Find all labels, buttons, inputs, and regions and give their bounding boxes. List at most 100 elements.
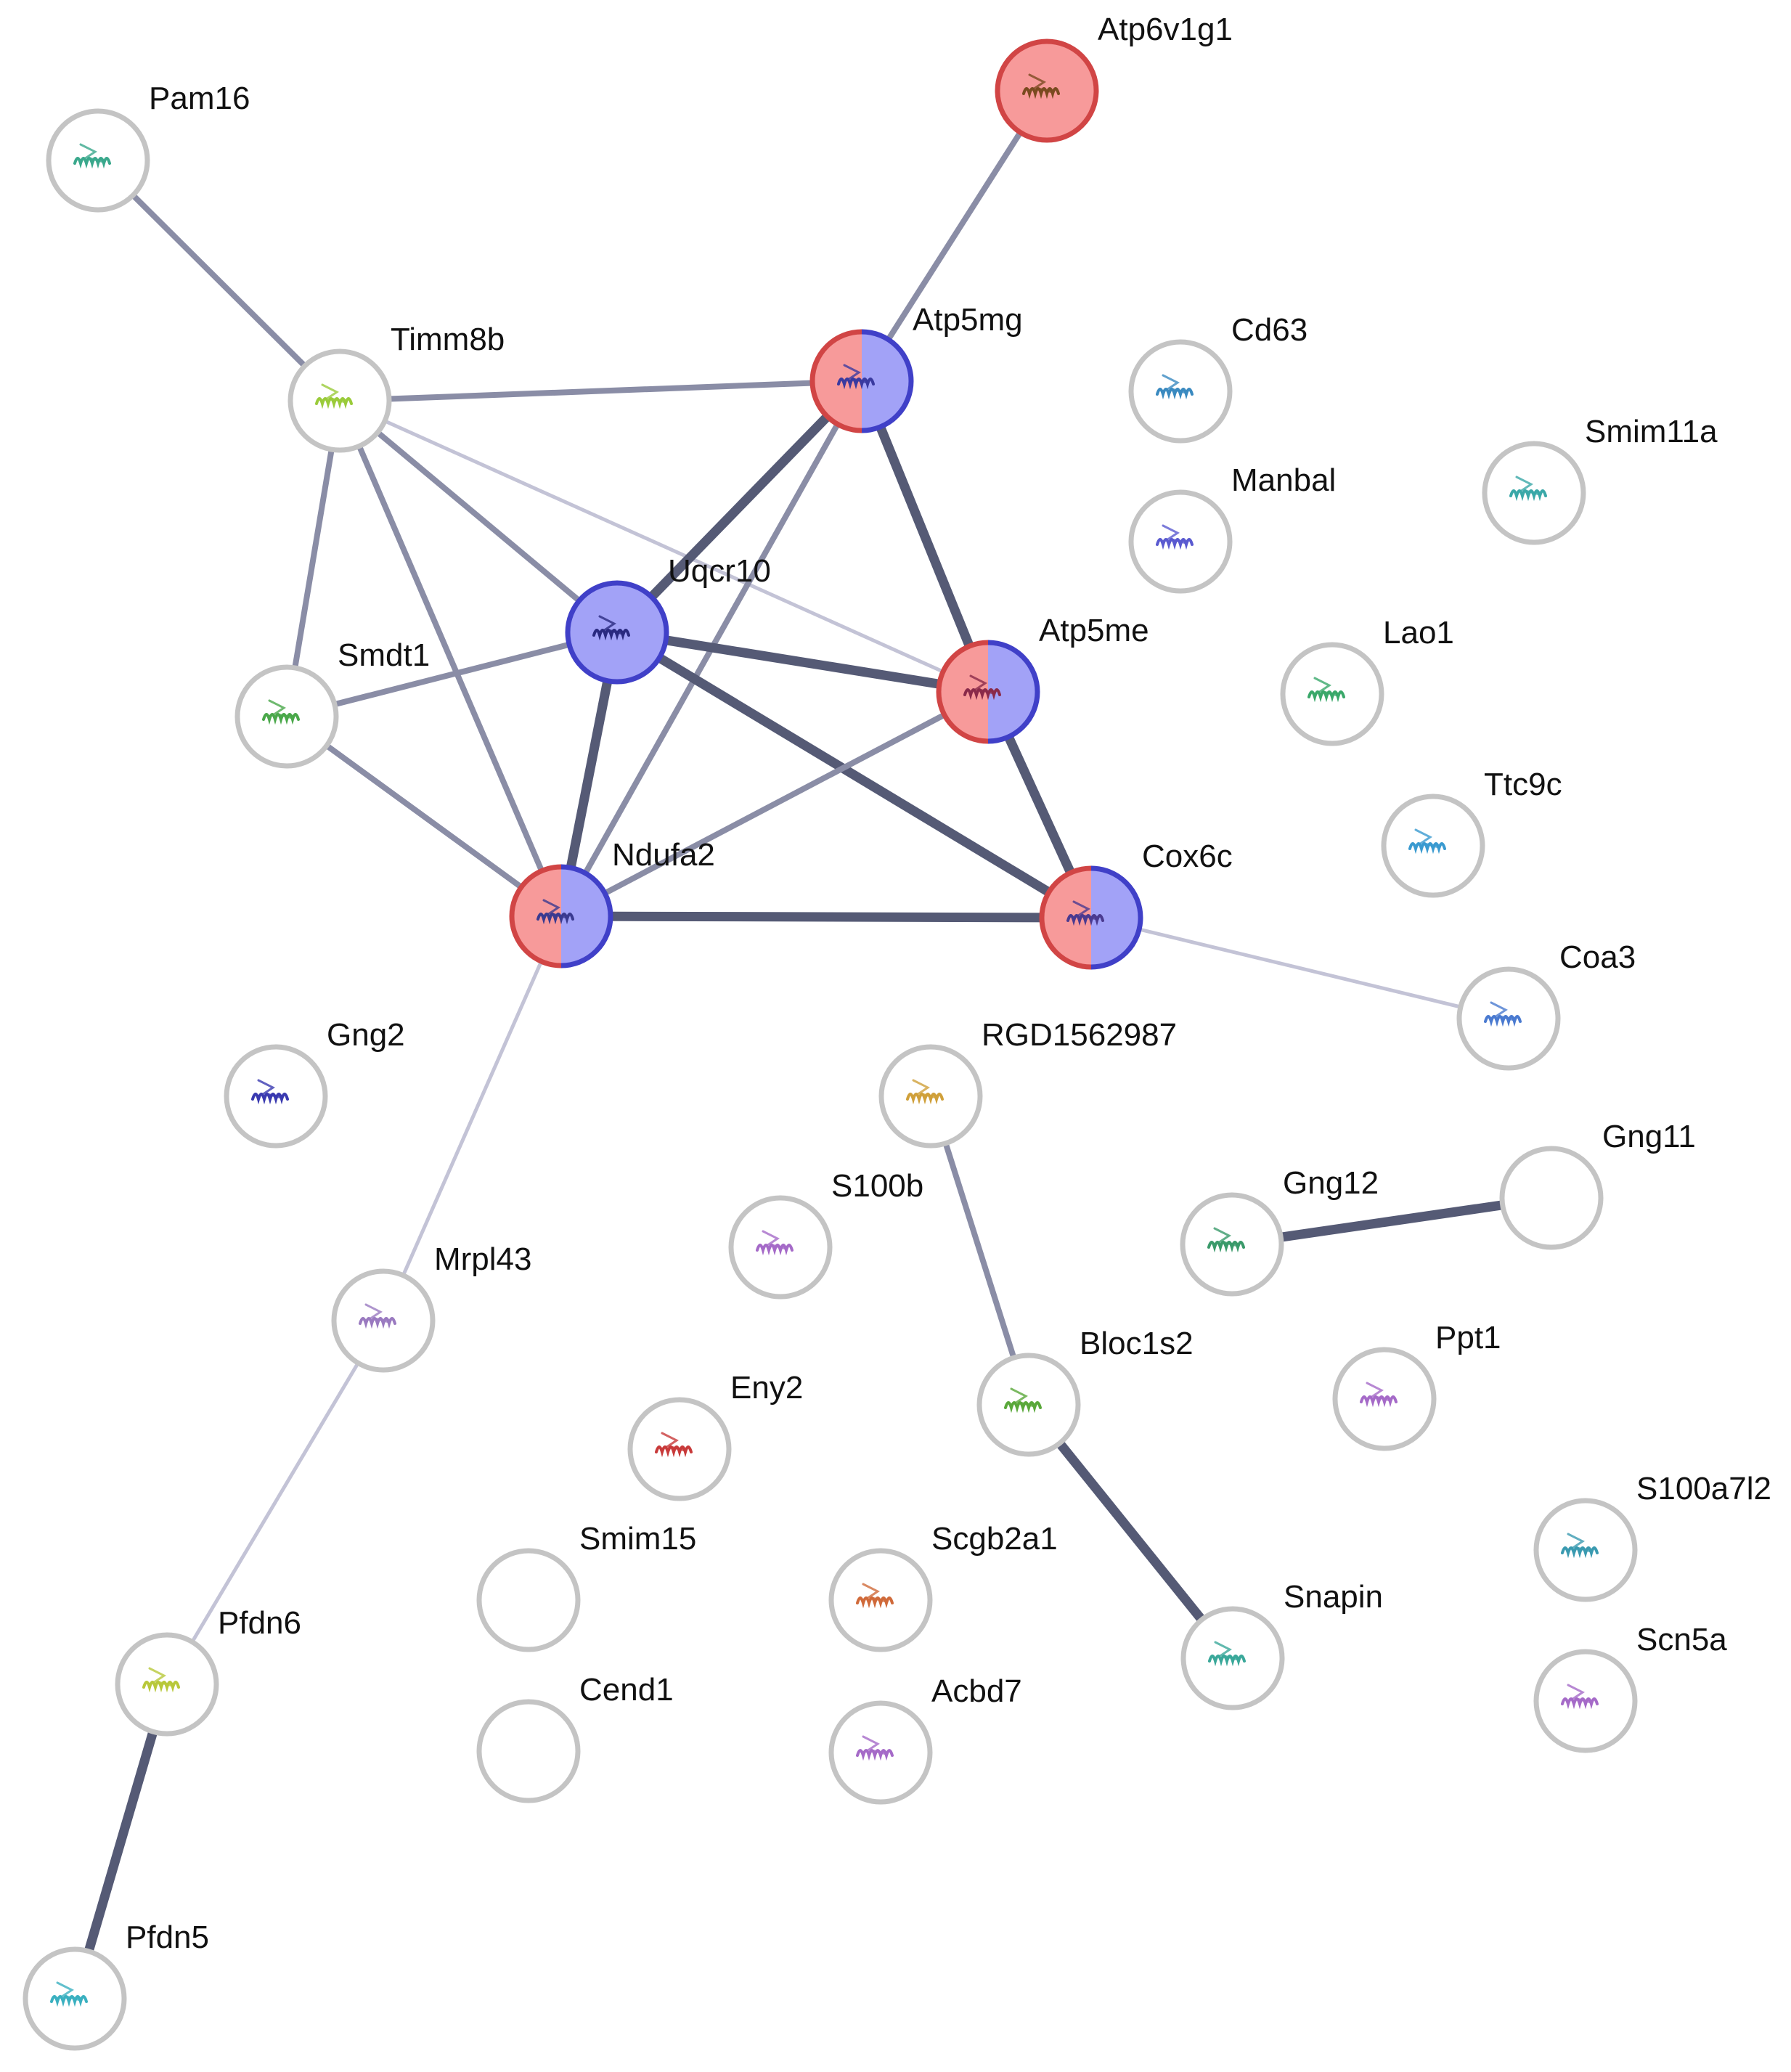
node-circle xyxy=(476,1699,581,1803)
node-label-mrpl43: Mrpl43 xyxy=(434,1241,532,1277)
node-gng12[interactable] xyxy=(1180,1192,1284,1297)
node-gng2[interactable] xyxy=(224,1044,328,1149)
node-scgb2a1[interactable] xyxy=(828,1548,933,1652)
node-s100a7l2[interactable] xyxy=(1533,1498,1638,1602)
node-cend1[interactable] xyxy=(476,1699,581,1803)
protein-structure-icon xyxy=(655,1432,693,1458)
node-label-smim15: Smim15 xyxy=(579,1521,696,1557)
interaction-edge-ndufa2-mrpl43[interactable] xyxy=(381,915,563,1322)
node-lao1[interactable] xyxy=(1280,642,1384,746)
node-ndufa2[interactable] xyxy=(509,864,613,968)
protein-structure-icon xyxy=(856,1735,894,1761)
interaction-edge-pfdn6-pfdn5[interactable] xyxy=(70,1683,172,2000)
node-pfdn5[interactable] xyxy=(23,1946,127,2051)
node-label-ppt1: Ppt1 xyxy=(1435,1320,1501,1355)
node-gng11[interactable] xyxy=(1499,1146,1604,1250)
node-manbal[interactable] xyxy=(1128,489,1233,594)
node-label-coa3: Coa3 xyxy=(1559,939,1636,975)
node-half-blue xyxy=(1091,865,1143,970)
interaction-edge-atp5mg-uqcr10[interactable] xyxy=(613,378,865,636)
protein-structure-icon xyxy=(1408,828,1446,855)
interaction-edge-gng12-gng11[interactable] xyxy=(1231,1193,1552,1249)
node-scn5a[interactable] xyxy=(1533,1649,1638,1753)
node-acbd7[interactable] xyxy=(828,1700,933,1805)
node-label-rgd1562987: RGD1562987 xyxy=(982,1017,1177,1053)
node-bloc1s2[interactable] xyxy=(976,1353,1081,1457)
protein-structure-icon xyxy=(856,1583,894,1609)
node-label-smim11a: Smim11a xyxy=(1585,414,1718,449)
node-smdt1[interactable] xyxy=(234,664,339,769)
protein-structure-icon xyxy=(1066,900,1104,926)
node-atp6v1g1[interactable] xyxy=(995,38,1099,143)
node-timm8b[interactable] xyxy=(287,348,392,453)
node-label-cox6c: Cox6c xyxy=(1142,839,1233,874)
interaction-edge-timm8b-uqcr10[interactable] xyxy=(338,398,619,635)
node-label-snapin: Snapin xyxy=(1284,1579,1383,1615)
node-label-acbd7: Acbd7 xyxy=(931,1673,1022,1709)
node-half-red xyxy=(1039,865,1091,970)
node-mrpl43[interactable] xyxy=(331,1268,436,1373)
interaction-edge-ndufa2-cox6c[interactable] xyxy=(560,911,1092,923)
interaction-edge-bloc1s2-snapin[interactable] xyxy=(1024,1401,1237,1662)
node-rgd1562987[interactable] xyxy=(878,1044,983,1149)
node-atp5mg[interactable] xyxy=(809,329,914,433)
node-label-timm8b: Timm8b xyxy=(391,322,505,357)
interaction-edge-mrpl43-pfdn6[interactable] xyxy=(165,1319,385,1686)
interaction-edge-smdt1-ndufa2[interactable] xyxy=(285,714,563,919)
interaction-edge-uqcr10-smdt1[interactable] xyxy=(286,629,618,719)
protein-structure-icon xyxy=(315,383,353,409)
node-snapin[interactable] xyxy=(1180,1606,1285,1710)
node-label-s100b: S100b xyxy=(831,1168,923,1204)
node-cox6c[interactable] xyxy=(1039,865,1143,970)
interaction-edge-timm8b-smdt1[interactable] xyxy=(284,400,343,717)
protein-structure-icon xyxy=(262,699,300,725)
protein-structure-icon xyxy=(1156,524,1194,550)
protein-structure-icon xyxy=(756,1230,793,1256)
interaction-edge-atp5mg-atp5me[interactable] xyxy=(857,379,993,694)
node-coa3[interactable] xyxy=(1456,966,1561,1071)
node-s100b[interactable] xyxy=(728,1195,833,1300)
node-cd63[interactable] xyxy=(1128,339,1233,444)
node-ttc9c[interactable] xyxy=(1381,794,1485,898)
node-smim11a[interactable] xyxy=(1482,441,1586,545)
node-label-atp5me: Atp5me xyxy=(1039,613,1149,648)
node-eny2[interactable] xyxy=(627,1397,732,1501)
interaction-edge-pam16-timm8b[interactable] xyxy=(96,158,342,403)
protein-structure-icon xyxy=(1004,1387,1042,1414)
node-circle xyxy=(1499,1146,1604,1250)
protein-structure-icon xyxy=(1360,1382,1398,1408)
interaction-edge-uqcr10-cox6c[interactable] xyxy=(614,628,1094,922)
node-smim15[interactable] xyxy=(476,1548,581,1652)
node-pfdn6[interactable] xyxy=(115,1632,219,1737)
protein-structure-icon xyxy=(537,899,574,925)
interaction-edge-cox6c-coa3[interactable] xyxy=(1090,915,1509,1021)
protein-structure-icon xyxy=(1156,374,1194,400)
node-half-blue xyxy=(862,329,914,433)
node-uqcr10[interactable] xyxy=(565,580,669,685)
interaction-edge-timm8b-atp5me[interactable] xyxy=(338,399,990,694)
node-label-atp6v1g1: Atp6v1g1 xyxy=(1098,12,1233,47)
protein-structure-icon xyxy=(963,674,1001,701)
interaction-edge-atp5me-ndufa2[interactable] xyxy=(560,689,990,919)
interaction-edge-uqcr10-atp5me[interactable] xyxy=(616,627,990,697)
interaction-edge-atp6v1g1-atp5mg[interactable] xyxy=(859,89,1050,383)
protein-structure-icon xyxy=(1022,73,1060,99)
node-label-manbal: Manbal xyxy=(1231,462,1336,498)
protein-structure-icon xyxy=(73,143,111,169)
interaction-edge-timm8b-ndufa2[interactable] xyxy=(337,399,564,918)
protein-structure-icon xyxy=(1207,1227,1245,1253)
interaction-edge-rgd1562987-bloc1s2[interactable] xyxy=(928,1095,1032,1406)
protein-structure-icon xyxy=(592,615,630,641)
node-label-uqcr10: Uqcr10 xyxy=(668,553,771,589)
node-pam16[interactable] xyxy=(46,108,150,213)
protein-structure-icon xyxy=(1307,677,1345,703)
node-atp5me[interactable] xyxy=(936,640,1040,744)
node-half-blue xyxy=(988,640,1040,744)
interaction-edge-timm8b-atp5mg[interactable] xyxy=(339,378,862,404)
node-half-red xyxy=(936,640,988,744)
node-label-scn5a: Scn5a xyxy=(1636,1622,1727,1657)
node-ppt1[interactable] xyxy=(1332,1347,1437,1451)
node-label-bloc1s2: Bloc1s2 xyxy=(1080,1326,1194,1361)
